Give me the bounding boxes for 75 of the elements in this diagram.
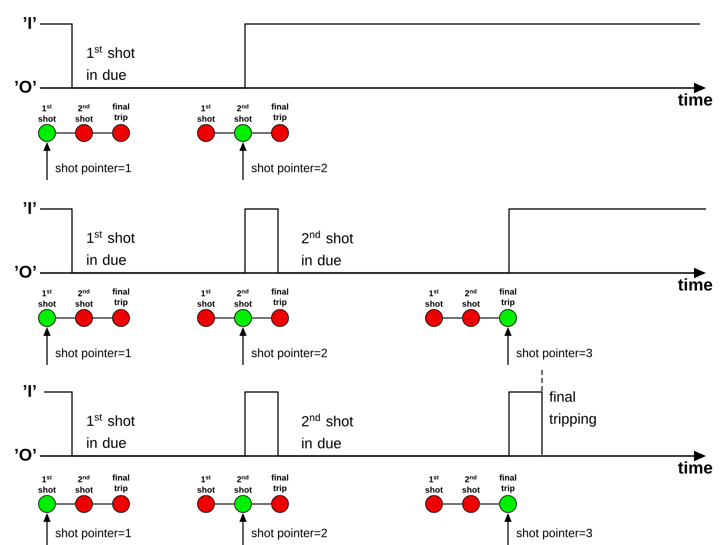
connector-line — [92, 132, 113, 134]
indicator-lamp: final trip — [499, 288, 517, 327]
indicator-lamp: 2$^{nd}$ shot — [75, 289, 93, 327]
phase-label: 2$^{nd}$ shot in due — [302, 414, 354, 448]
axis-label: time — [678, 93, 712, 106]
level-label: ’O’ — [15, 80, 36, 93]
node-label: 1$^{st}$ shot — [38, 476, 56, 493]
phase-label: 1$^{st}$ shot in due — [87, 231, 135, 265]
node-label: final trip — [112, 288, 130, 307]
node-label: 1$^{st}$ shot — [197, 290, 215, 307]
node-label: 2$^{nd}$ shot — [234, 289, 252, 307]
node-label: 1$^{st}$ shot — [425, 476, 443, 493]
indicator-lamp: 1$^{st}$ shot — [197, 290, 215, 327]
indicator-lamp: final trip — [271, 288, 289, 327]
indicator-lamp: 1$^{st}$ shot — [425, 476, 443, 513]
indicator-lamp: 2$^{nd}$ shot — [462, 289, 480, 327]
indicator-lamp: 2$^{nd}$ shot — [234, 475, 252, 513]
node-label: final trip — [112, 474, 130, 493]
level-label: ’I’ — [24, 202, 36, 214]
node-label: 1$^{st}$ shot — [38, 104, 56, 122]
indicator-lamp: final trip — [112, 103, 130, 142]
edge-label: shot pointer=1 — [56, 348, 131, 360]
node-label: 1$^{st}$ shot — [38, 290, 56, 307]
node-label: final trip — [271, 288, 288, 307]
indicator-lamp: 2$^{nd}$ shot — [75, 475, 93, 513]
node-label: 2$^{nd}$ shot — [462, 289, 480, 307]
edge-label: shot pointer=3 — [516, 348, 592, 360]
node-label: 2$^{nd}$ shot — [75, 104, 93, 122]
indicator-lamp: final trip — [112, 474, 130, 513]
indicator-lamp: final trip — [271, 103, 289, 142]
indicator-lamp: 1$^{st}$ shot — [38, 290, 56, 327]
indicator-lamp: final trip — [112, 288, 130, 327]
indicator-lamp: 1$^{st}$ shot — [197, 476, 215, 513]
indicator-lamp: 1$^{st}$ shot — [38, 104, 56, 142]
indicator-lamp: 2$^{nd}$ shot — [75, 104, 93, 142]
node-label: final trip — [499, 474, 516, 493]
indicator-lamp: 2$^{nd}$ shot — [234, 104, 252, 142]
phase-label: 1$^{st}$ shot in due — [87, 414, 135, 448]
indicator-lamp: 1$^{st}$ shot — [197, 104, 215, 142]
phase-label: 2$^{nd}$ shot in due — [302, 230, 354, 266]
connector-line — [55, 132, 76, 134]
indicator-lamp: 1$^{st}$ shot — [425, 290, 443, 327]
node-label: 2$^{nd}$ shot — [462, 475, 480, 493]
node-label: 2$^{nd}$ shot — [75, 289, 93, 307]
node-label: final trip — [112, 103, 130, 122]
phase-label: 1$^{st}$ shot in due — [87, 46, 135, 80]
connector-line — [251, 132, 272, 134]
node-label: 1$^{st}$ shot — [197, 104, 215, 122]
indicator-lamp: final trip — [271, 474, 289, 513]
connector-line — [214, 132, 235, 134]
level-label: ’I’ — [24, 17, 36, 29]
edge-label: shot pointer=3 — [516, 528, 592, 540]
node-label: final trip — [271, 103, 288, 122]
edge-label: shot pointer=1 — [56, 163, 131, 175]
node-label: 1$^{st}$ shot — [425, 290, 443, 307]
edge-label: shot pointer=2 — [252, 528, 327, 540]
level-label: ’O’ — [15, 266, 36, 278]
node-label: 1$^{st}$ shot — [197, 476, 215, 493]
node-label: 2$^{nd}$ shot — [234, 475, 252, 493]
node-label: 2$^{nd}$ shot — [75, 475, 93, 493]
level-label: ’I’ — [24, 385, 36, 397]
level-label: ’O’ — [15, 448, 36, 461]
indicator-lamp: final trip — [499, 474, 517, 513]
edge-label: shot pointer=2 — [252, 348, 327, 360]
indicator-lamp: 2$^{nd}$ shot — [234, 289, 252, 327]
edge-label: shot pointer=2 — [252, 163, 327, 175]
indicator-lamp: 2$^{nd}$ shot — [462, 475, 480, 513]
node-label: final trip — [271, 474, 288, 493]
phase-label: final tripping — [549, 391, 596, 427]
node-label: final trip — [499, 288, 516, 307]
axis-label: time — [678, 461, 712, 474]
edge-label: shot pointer=1 — [56, 528, 131, 540]
axis-label: time — [678, 278, 712, 291]
indicator-lamp: 1$^{st}$ shot — [38, 476, 56, 513]
node-label: 2$^{nd}$ shot — [234, 104, 252, 122]
